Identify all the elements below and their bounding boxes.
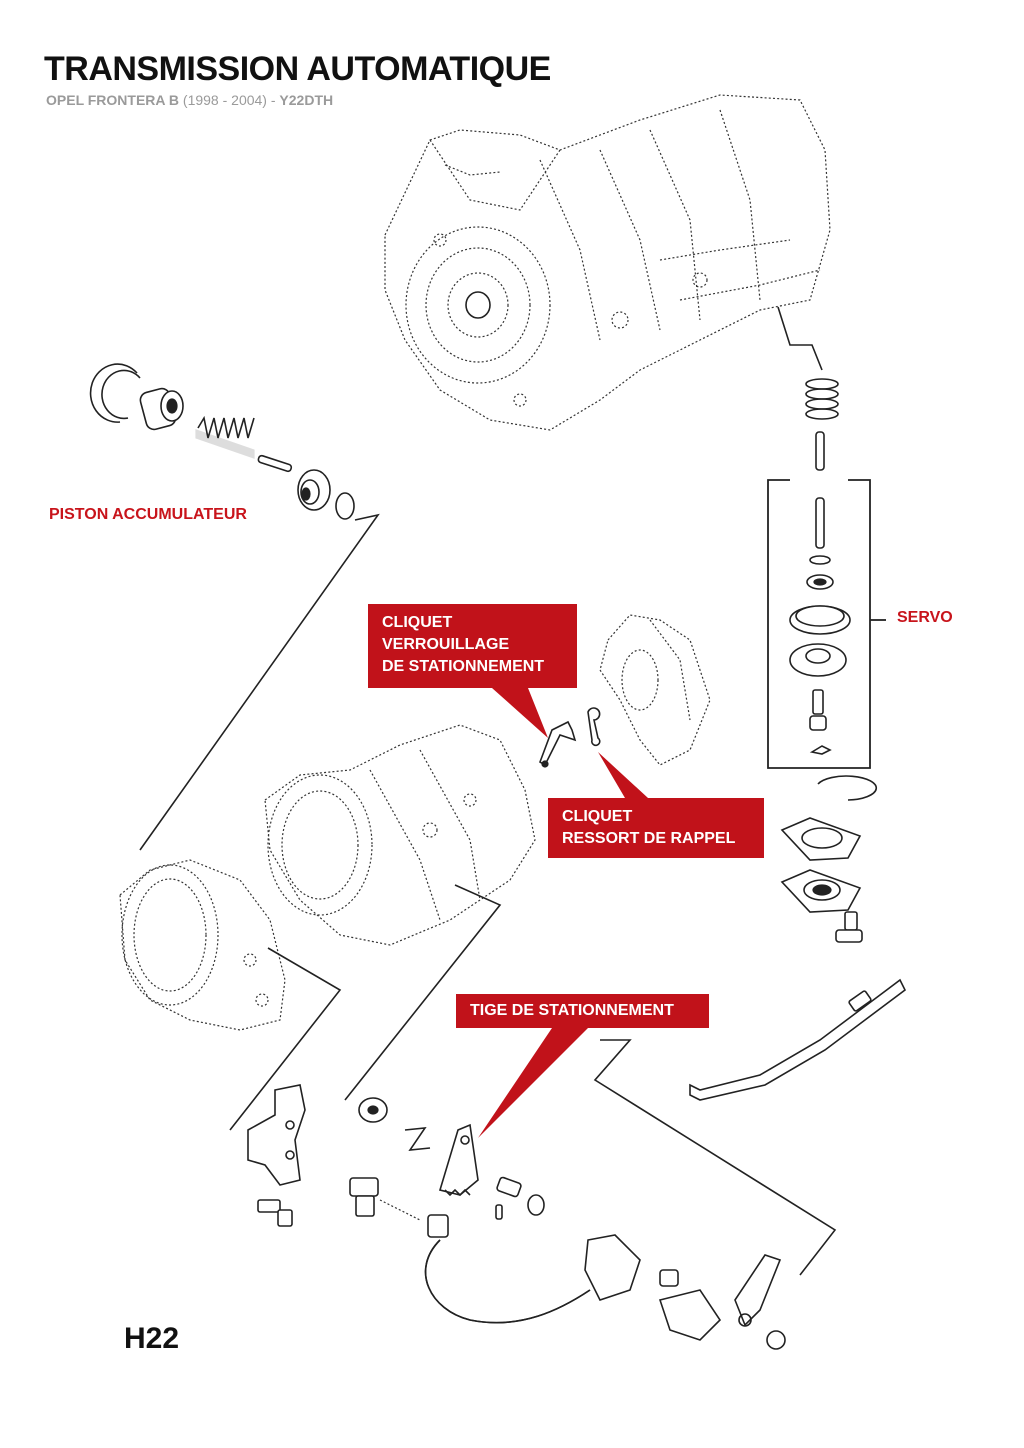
servo-spring [805,378,839,420]
label-servo: SERVO [897,609,953,626]
parking-pawl [539,720,577,767]
spring [195,415,255,459]
parking-pawl-parts [539,614,711,768]
parking-rod-cam [438,1123,479,1196]
callout-line: CLIQUET [382,614,453,631]
callout-line: VERROUILLAGE [382,636,510,653]
subtitle-engine: Y22DTH [279,92,334,108]
piston [139,387,184,431]
servo-parts [767,306,886,943]
pointer-tige [478,1028,588,1138]
callout-cliquet-ressort: CLIQUET RESSORT DE RAPPEL [548,798,764,858]
pointer-cliquet-verrouillage [492,688,548,738]
callout-tige-stationnement: TIGE DE STATIONNEMENT [456,994,709,1028]
bell-housing [119,859,342,1131]
page-title: TRANSMISSION AUTOMATIQUE [44,50,551,88]
seal [297,469,331,511]
label-piston-accumulateur: PISTON ACCUMULATEUR [49,506,247,523]
o-ring [335,492,355,520]
callout-line: RESSORT DE RAPPEL [562,830,736,847]
callout-line: TIGE DE STATIONNEMENT [470,1002,674,1019]
servo-rod [815,497,825,549]
callout-line: DE STATIONNEMENT [382,658,545,675]
callout-line: CLIQUET [562,808,633,825]
bracket-plate [247,1084,306,1186]
piston-accumulator-parts [89,363,380,851]
subtitle-years: (1998 - 2004) [182,92,267,108]
page-subtitle: OPEL FRONTERA B (1998 - 2004) - Y22DTH [46,92,333,108]
callout-cliquet-verrouillage: CLIQUET VERROUILLAGE DE STATIONNEMENT [368,604,577,688]
transmission-assembly-top [384,94,831,431]
snap-ring [101,369,141,420]
lower-linkage-parts [247,884,907,1350]
transmission-case-middle [264,724,536,946]
pin [257,454,293,473]
parking-rod [689,978,907,1101]
page-code: H22 [124,1322,180,1355]
return-spring [587,707,601,747]
subtitle-separator: - [270,92,276,108]
z-spring [404,1127,431,1151]
pointer-cliquet-ressort [598,752,648,798]
subtitle-model: OPEL FRONTERA B [46,92,180,108]
servo-pin [815,431,825,471]
